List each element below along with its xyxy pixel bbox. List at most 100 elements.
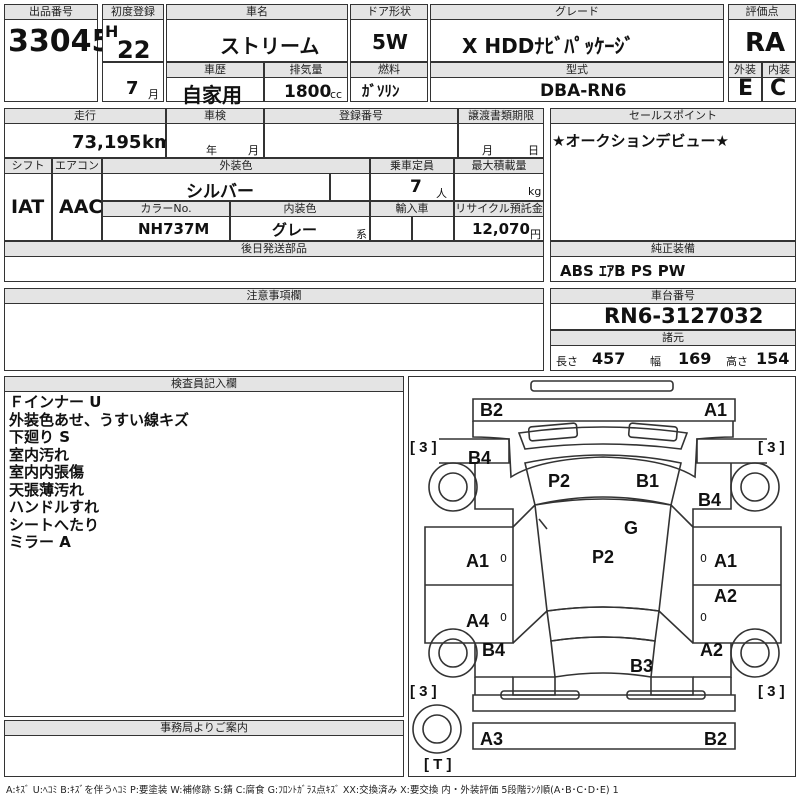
mark-b4-left: B4 [468,448,492,468]
chassis-number: RN6-3127032 [604,304,764,328]
mileage-box [4,123,166,158]
color-no: NH737M [138,220,210,238]
later-parts-label: 後日発送部品 [4,241,544,257]
mark-p2-top: P2 [548,471,571,491]
ext-grade-box [728,77,762,102]
ext-grade: E [738,76,754,101]
import-box [370,216,412,241]
month-box [102,62,164,102]
inspector-notes: Ｆインナー U 外装色あせ、うすい線キズ 下廻り S 室内汚れ 室内内張傷 天張… [9,393,190,552]
note-line: シートへたり [9,515,100,534]
inspector-label: 検査員記入欄 [4,376,404,392]
length-label: 長さ [556,355,578,368]
transfer-month-unit: 月 [482,144,493,157]
mark-b2-bottom: B2 [704,729,728,749]
door-label: ドア形状 [350,4,428,20]
reg-year: 22 [117,36,151,64]
chassis-box [550,303,796,330]
ac-label: エアコン [52,158,102,174]
ac: AAC [59,196,103,218]
shift: IAT [11,196,45,218]
transfer-box [458,123,544,158]
fuel-label: 燃料 [350,62,428,78]
mark-b3: B3 [630,656,654,676]
mark-b4-right: B4 [698,490,722,510]
mileage-unit: km [142,132,173,153]
history-label: 車歴 [166,62,264,78]
car-diagram [412,380,782,754]
mark-a1-left: A1 [466,551,490,571]
ext-color: シルバー [186,182,254,202]
import-box-2 [412,216,454,241]
era: H [105,22,119,41]
tire-front-left: [ 3 ] [410,439,437,456]
mark-b4-left-2: B4 [482,640,506,660]
tire-front-right: [ 3 ] [758,439,785,456]
history: 自家用 [182,83,242,107]
displacement: 1800 [284,82,332,102]
note-line: Ｆインナー U [9,393,102,411]
reg-no-box [264,123,458,158]
reg-no-label: 登録番号 [264,108,458,124]
note-line: 室内内張傷 [9,463,85,481]
car-name-label: 車名 [166,4,348,20]
recycle-box [454,216,544,241]
capacity-label: 乗車定員 [370,158,454,174]
fuel: ｶﾞｿﾘﾝ [362,82,400,100]
dims-label: 諸元 [550,330,796,346]
fuel-box [350,77,428,102]
capacity-box [370,173,454,201]
score: RA [745,28,786,58]
genuine-equipment: ABS ｴｱB PS PW [560,262,686,280]
note-line: 室内汚れ [9,445,70,464]
note-line: 外装色あせ、うすい線キズ [9,410,190,429]
mark-a1-top: A1 [704,400,728,420]
int-color-unit: 系 [356,228,367,241]
history-box [166,77,264,102]
ext-color-label: 外装色 [102,158,370,174]
max-load-label: 最大積載量 [454,158,544,174]
transfer-label: 譲渡書類期限 [458,108,544,124]
zero-mark: 0 [500,552,507,565]
ext-color-box [102,173,330,201]
height-label: 高さ [726,355,748,368]
capacity-unit: 人 [436,187,447,200]
max-load-box [454,173,544,201]
legend: A:ｷｽﾞ U:ﾍｺﾐ B:ｷｽﾞを伴うﾍｺﾐ P:要塗装 W:補修跡 S:錆 … [6,785,619,796]
zero-mark: 0 [700,552,707,565]
recycle-label: リサイクル預託金 [454,201,544,217]
month-unit: 月 [148,88,159,101]
spare-tire: [ T ] [424,756,452,773]
width-label: 幅 [650,355,661,368]
grade-label: グレード [430,4,724,20]
length: 457 [592,349,626,368]
max-load-unit: kg [528,185,542,198]
transfer-day-unit: 日 [528,144,539,157]
mark-a1-right: A1 [714,551,738,571]
car-name: ストリーム [220,34,320,58]
model: DBA-RN6 [540,81,627,101]
mark-a2-right: A2 [714,586,738,606]
door-type: 5W [372,30,408,54]
mark-b1: B1 [636,471,660,491]
dims-box [550,345,796,371]
sales-point-box [550,123,796,241]
recycle-unit: 円 [530,228,541,241]
int-grade: C [770,76,787,101]
insp-month-unit: 月 [248,144,259,157]
chassis-label: 車台番号 [550,288,796,304]
note-line: 天張薄汚れ [9,480,85,499]
later-parts-box [4,256,544,282]
note-line: ミラー A [9,533,71,551]
int-color: グレー [272,221,318,239]
capacity: 7 [410,177,422,197]
insp-year-unit: 年 [206,144,217,157]
int-color-box [230,216,370,241]
first-reg-label: 初度登録 [102,4,164,20]
model-label: 型式 [430,62,724,78]
mileage: 73,195 [72,132,142,153]
displacement-unit: cc [330,88,343,101]
genuine-label: 純正装備 [550,241,796,257]
tire-rear-right: [ 3 ] [758,683,785,700]
int-grade-box [762,77,796,102]
